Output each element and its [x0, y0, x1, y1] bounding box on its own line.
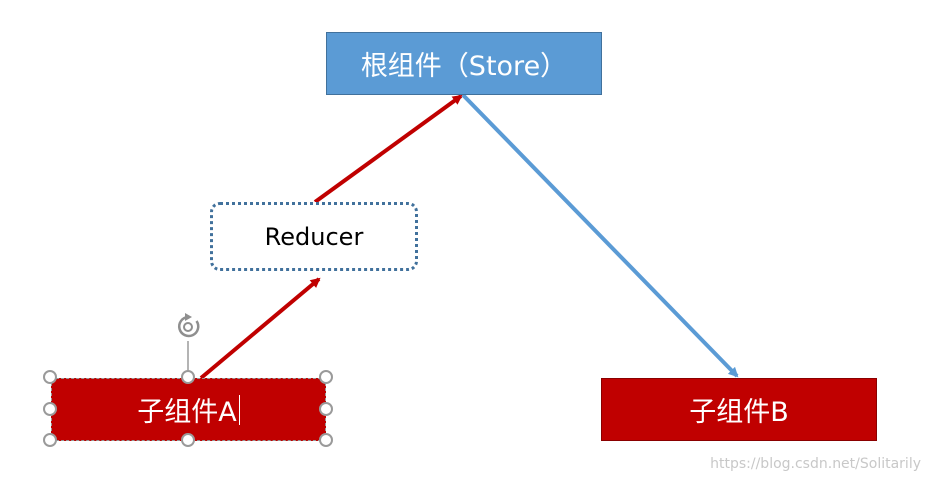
- resize-handle-bottom-left[interactable]: [43, 433, 57, 447]
- resize-handle-middle-left[interactable]: [43, 402, 57, 416]
- resize-handle-top-right[interactable]: [319, 370, 333, 384]
- watermark: https://blog.csdn.net/Solitarily: [710, 456, 921, 472]
- rotate-icon[interactable]: [178, 313, 200, 338]
- resize-handle-bottom-right[interactable]: [319, 433, 333, 447]
- child-b-node[interactable]: 子组件B: [601, 378, 877, 441]
- arrow-child-a-to-reducer[interactable]: [199, 277, 321, 380]
- store-node-label: 根组件（Store）: [360, 51, 568, 82]
- arrow-store-to-child-b[interactable]: [461, 93, 739, 378]
- resize-handle-top-center[interactable]: [181, 370, 195, 384]
- reducer-node-label: Reducer: [264, 222, 364, 251]
- arrow-reducer-to-store[interactable]: [313, 94, 463, 204]
- child-a-node[interactable]: 子组件A: [51, 378, 326, 441]
- child-a-node-label: 子组件A: [137, 397, 237, 428]
- child-b-node-label: 子组件B: [689, 397, 789, 428]
- resize-handle-middle-right[interactable]: [319, 402, 333, 416]
- reducer-node[interactable]: Reducer: [210, 202, 418, 271]
- resize-handle-top-left[interactable]: [43, 370, 57, 384]
- store-node[interactable]: 根组件（Store）: [326, 32, 602, 95]
- resize-handle-bottom-center[interactable]: [181, 433, 195, 447]
- text-cursor: [238, 394, 240, 425]
